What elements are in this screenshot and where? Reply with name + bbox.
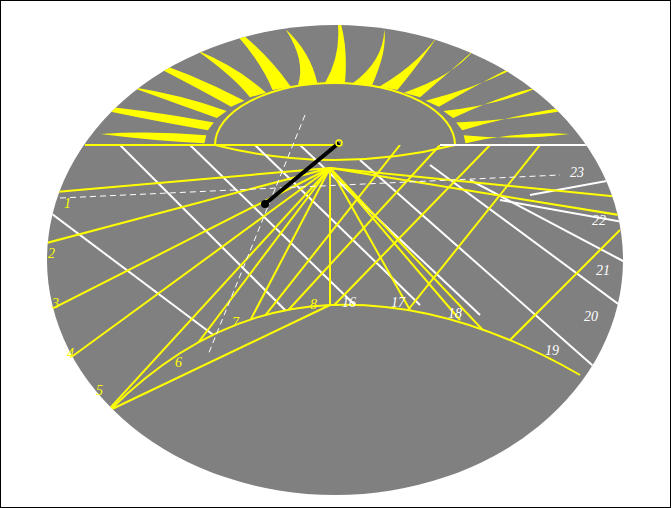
sun-ray (464, 133, 570, 143)
hour-number: 21 (596, 263, 610, 279)
sun-ray (443, 87, 539, 118)
gnomon (265, 143, 339, 204)
hour-number: 2 (48, 246, 55, 262)
sun-ray (101, 132, 207, 143)
hour-number: 17 (391, 295, 405, 311)
hour-number: 7 (232, 315, 239, 331)
sun-ray (129, 53, 244, 107)
hour-number: 16 (342, 295, 356, 311)
sun-ray (456, 104, 597, 131)
sun-ray (426, 53, 541, 107)
hour-number: 1 (64, 196, 71, 212)
hour-number: 5 (96, 383, 103, 399)
sun-ray (352, 30, 384, 86)
hour-number: 18 (448, 306, 462, 322)
hour-number: 19 (545, 343, 559, 359)
hour-number: 3 (52, 296, 59, 312)
hour-number: 8 (310, 297, 317, 313)
sun-ray (286, 30, 318, 86)
hour-number: 22 (592, 213, 606, 229)
hour-number: 4 (67, 346, 74, 362)
hour-number: 20 (584, 309, 598, 325)
hour-number: 23 (570, 165, 584, 181)
sun-ray (222, 19, 291, 90)
sun-ray (325, 7, 346, 83)
hour-number: 6 (175, 355, 182, 371)
